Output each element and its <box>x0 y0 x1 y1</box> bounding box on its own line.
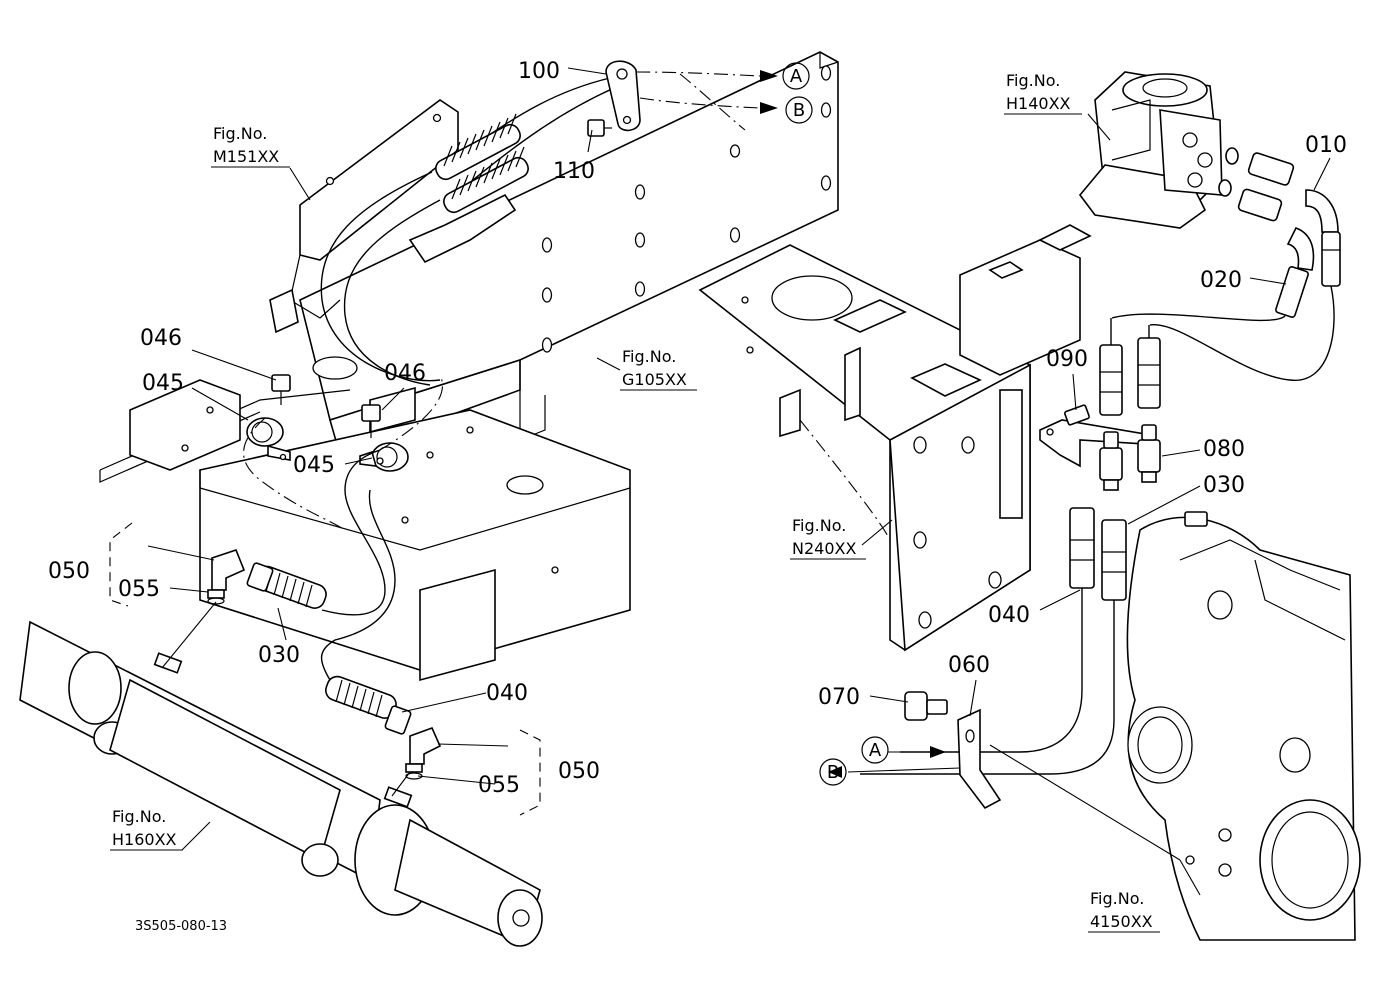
svg-text:B: B <box>827 762 839 783</box>
figref-h140: Fig.No. H140XX <box>1004 71 1082 115</box>
svg-text:A: A <box>869 740 882 761</box>
svg-text:B: B <box>793 100 805 121</box>
frame-centerline <box>799 419 891 541</box>
callout-055-lower: 055 <box>478 773 520 798</box>
arrow-line-b-right <box>847 767 961 773</box>
svg-text:Fig.No.: Fig.No. <box>1090 889 1144 908</box>
hose-end-upper-right <box>1137 325 1161 409</box>
control-cables <box>320 77 615 386</box>
hose-clamp-045-left <box>246 417 291 461</box>
svg-text:Fig.No.: Fig.No. <box>792 516 846 535</box>
elbow-050-lower <box>405 726 442 780</box>
figref-g105: Fig.No. G105XX <box>620 347 697 391</box>
figref-h160: Fig.No. H160XX <box>110 807 183 851</box>
svg-text:H160XX: H160XX <box>112 830 177 849</box>
callout-030-left: 030 <box>258 643 300 668</box>
transmission-housing <box>1126 511 1361 941</box>
callout-040-left: 040 <box>486 681 528 706</box>
connector-b-left: B <box>785 96 813 124</box>
callout-055-upper: 055 <box>118 577 160 602</box>
hose-clamp-045-right <box>359 442 409 472</box>
hose-elbow-020 <box>1275 226 1315 318</box>
figure-references: Fig.No. M151XX Fig.No. G105XX Fig.No. H1… <box>110 71 1160 933</box>
bracket-050-lower <box>519 729 541 816</box>
leader-lines <box>147 67 1331 896</box>
svg-text:A: A <box>790 66 803 87</box>
cable-route-frame <box>679 73 746 131</box>
callout-090: 090 <box>1046 347 1088 372</box>
callout-030-right: 030 <box>1203 473 1245 498</box>
svg-text:M151XX: M151XX <box>213 147 279 166</box>
hose-030-right <box>860 519 1127 775</box>
hose-route-030-left <box>321 449 386 616</box>
hose-route-020 <box>1111 313 1286 322</box>
callout-080: 080 <box>1203 437 1245 462</box>
bracket-050-upper <box>109 522 133 607</box>
callout-100: 100 <box>518 59 560 84</box>
svg-text:Fig.No.: Fig.No. <box>1006 71 1060 90</box>
callout-060: 060 <box>948 653 990 678</box>
callout-046-right: 046 <box>384 361 426 386</box>
callout-070: 070 <box>818 685 860 710</box>
cable-clamp-100 <box>605 60 641 132</box>
hose-route-010 <box>1149 285 1335 381</box>
connector-a-left: A <box>782 62 810 90</box>
svg-text:Fig.No.: Fig.No. <box>213 124 267 143</box>
main-frame <box>299 51 839 457</box>
callout-040-right: 040 <box>988 603 1030 628</box>
svg-text:G105XX: G105XX <box>622 370 687 389</box>
callout-046-left: 046 <box>140 326 182 351</box>
motor-fittings <box>1218 147 1295 222</box>
callout-050-upper: 050 <box>48 559 90 584</box>
hose-elbow-010 <box>1305 189 1341 287</box>
arrow-head-a-right <box>930 746 946 758</box>
cable-route-a <box>635 71 761 77</box>
side-frame <box>698 224 1092 652</box>
tee-fitting-080-left <box>1099 431 1123 491</box>
bolt-046-left <box>271 374 291 405</box>
hose-end-upper-left <box>1099 318 1123 416</box>
drawing-code: 3S505-080-13 <box>135 919 227 934</box>
hose-040-left <box>325 675 412 735</box>
cable-route-b <box>639 97 761 109</box>
hose-030-left <box>246 562 327 609</box>
callout-050-lower: 050 <box>558 759 600 784</box>
figref-4150: Fig.No. 4150XX <box>1088 889 1160 933</box>
callout-020: 020 <box>1200 268 1242 293</box>
callouts: 100 110 046 045 046 045 050 055 030 040 … <box>48 59 1347 798</box>
callout-045-right: 045 <box>293 453 335 478</box>
frame-holes <box>541 65 832 353</box>
svg-text:4150XX: 4150XX <box>1090 912 1153 931</box>
svg-text:Fig.No.: Fig.No. <box>622 347 676 366</box>
steering-cylinder <box>19 620 543 947</box>
figref-m151: Fig.No. M151XX <box>211 124 290 168</box>
bracket-plate <box>269 99 517 334</box>
svg-text:Fig.No.: Fig.No. <box>112 807 166 826</box>
hose-route-040-left <box>320 489 396 681</box>
callout-110: 110 <box>553 159 595 184</box>
callout-045-left: 045 <box>142 371 184 396</box>
callout-010: 010 <box>1305 133 1347 158</box>
elbow-050-upper <box>207 549 246 605</box>
hose-040-right <box>900 507 1095 753</box>
svg-text:N240XX: N240XX <box>792 539 856 558</box>
clip-060 <box>957 708 1002 810</box>
connector-b-right: B <box>819 758 847 786</box>
bolt-046-right <box>361 404 381 438</box>
figref-n240: Fig.No. N240XX <box>790 516 866 560</box>
bolt-070 <box>904 691 948 721</box>
arrow-head-b-right <box>828 766 842 778</box>
arrow-to-b <box>760 102 778 114</box>
svg-text:H140XX: H140XX <box>1006 94 1071 113</box>
arrow-to-a <box>760 70 778 82</box>
cable-spring-upper <box>435 113 521 181</box>
mounting-bracket-090 <box>1039 404 1146 468</box>
cable-spring-lower <box>443 146 529 214</box>
connector-a-right: A <box>861 736 889 764</box>
tee-fitting-080-right <box>1137 424 1161 483</box>
steering-motor <box>1078 71 1223 229</box>
